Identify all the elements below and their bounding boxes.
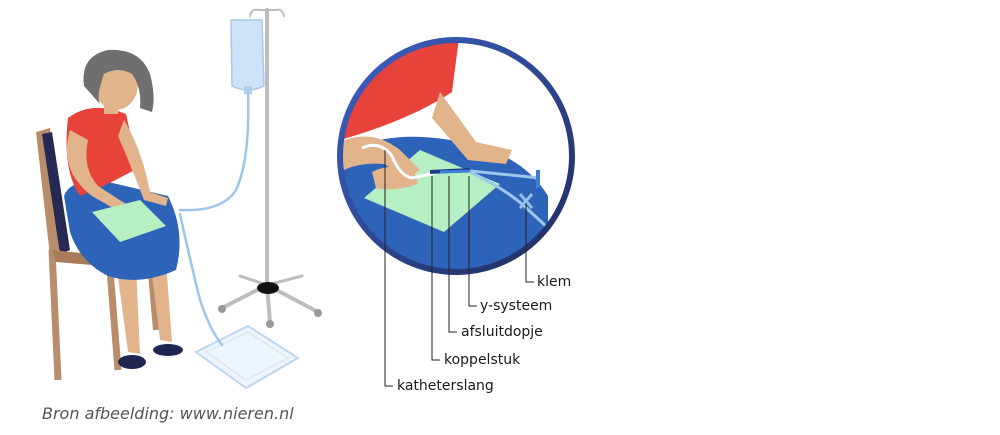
patient xyxy=(64,49,183,369)
label-y-systeem: y-systeem xyxy=(480,298,553,314)
label-klem: klem xyxy=(537,274,572,290)
magnifier-ring xyxy=(337,37,575,275)
drainage-bag xyxy=(194,324,300,390)
fluid-bag xyxy=(230,19,265,94)
magnified-view xyxy=(340,40,572,272)
drip-stand xyxy=(218,8,322,328)
leader-lines xyxy=(384,150,534,387)
tubing xyxy=(178,92,250,347)
label-koppelstuk: koppelstuk xyxy=(444,352,521,368)
label-afsluitdopje: afsluitdopje xyxy=(461,324,543,340)
label-katheterslang: katheterslang xyxy=(397,378,494,394)
image-source-caption: Bron afbeelding: www.nieren.nl xyxy=(42,404,294,423)
